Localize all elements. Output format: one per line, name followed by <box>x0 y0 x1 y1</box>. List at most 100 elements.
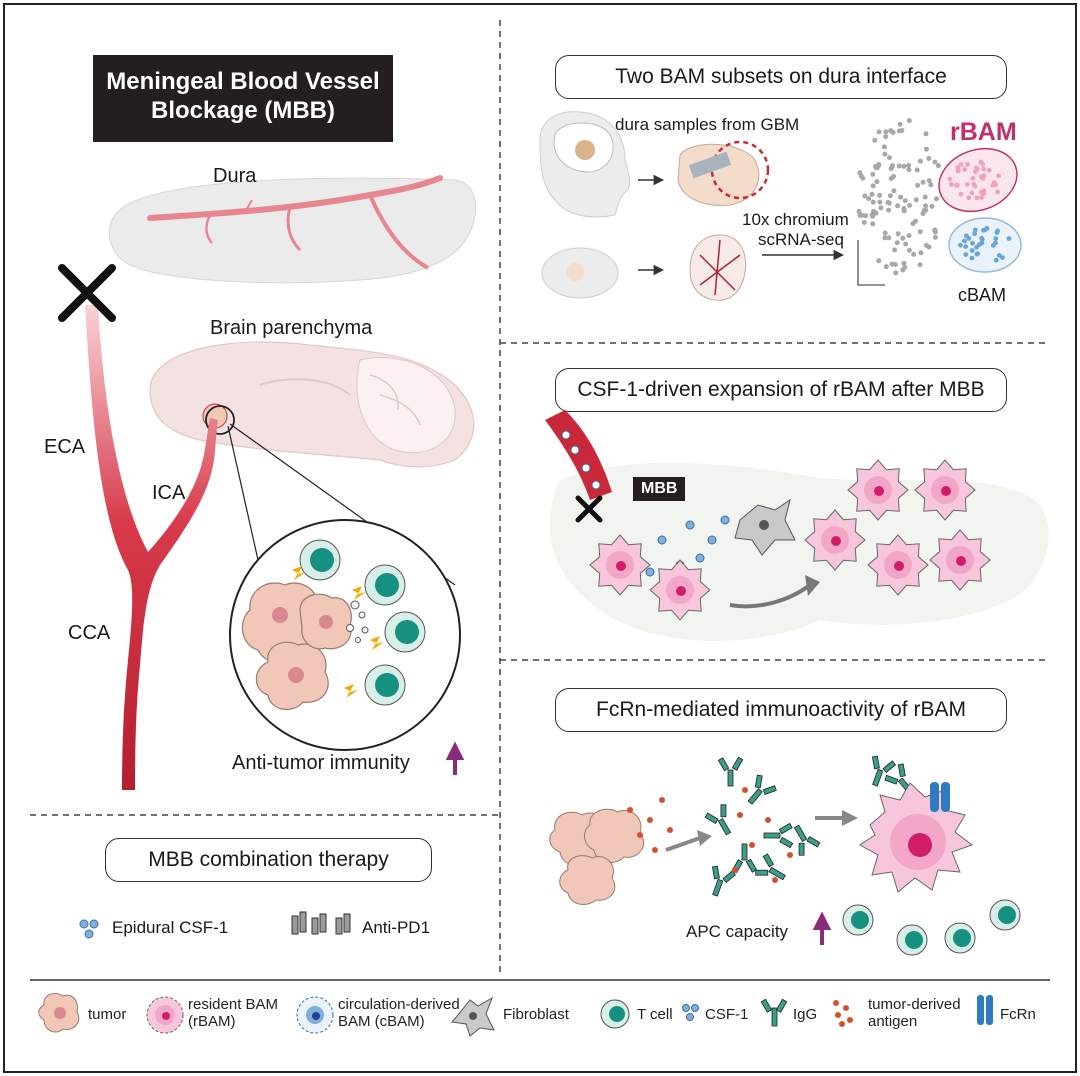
scatter-point <box>902 198 908 204</box>
scatter-point <box>918 250 924 256</box>
scatter-point <box>901 260 907 266</box>
cca-label: CCA <box>68 622 111 644</box>
legend-cbam: circulation-derived BAM (cBAM) <box>338 996 460 1030</box>
activated-rbam <box>859 782 974 893</box>
scatter-point <box>892 247 898 253</box>
scatter-point <box>883 129 889 135</box>
scatter-point <box>874 179 880 185</box>
scatter-point <box>900 235 906 241</box>
scatter-point <box>932 159 938 165</box>
scatter-point <box>970 240 975 246</box>
apc-up-arrow <box>812 911 832 945</box>
scatter-point <box>958 191 964 197</box>
scatter-point <box>883 264 889 270</box>
igg <box>704 804 732 836</box>
scatter-point <box>926 178 932 184</box>
scatter-point <box>969 190 975 196</box>
main-title: Meningeal Blood Vessel Blockage (MBB) <box>93 55 393 142</box>
legend-csf: CSF-1 <box>705 1006 749 1023</box>
scatter-point <box>876 129 882 135</box>
scatter-point <box>964 182 970 187</box>
legend-antigen: tumor-derived antigen <box>868 996 961 1030</box>
scatter-point <box>907 202 912 208</box>
legend-fcrn: FcRn <box>1000 1006 1036 1023</box>
scatter-point <box>972 231 977 237</box>
scatter-point <box>877 192 883 198</box>
igg <box>711 865 737 897</box>
scatter-point <box>932 234 938 240</box>
scatter-point <box>889 163 895 169</box>
surgery-sample <box>677 140 770 206</box>
human-head-icon <box>539 111 631 218</box>
igg <box>763 822 794 849</box>
scatter-point <box>995 228 1000 234</box>
scatter-point <box>903 241 909 247</box>
scatter-point <box>932 227 938 233</box>
scatter-point <box>923 131 929 137</box>
scatter-point <box>856 208 862 214</box>
scatter-point <box>986 167 992 173</box>
igg <box>755 853 786 881</box>
scatter-point <box>863 213 869 219</box>
legend-tcell: T cell <box>637 1006 673 1023</box>
scatter-point <box>915 182 921 188</box>
scatter-point <box>888 176 894 181</box>
t-cells-p3 <box>842 899 1021 956</box>
scatter-point <box>995 189 1000 195</box>
scatter-point <box>896 163 902 169</box>
scatter-point <box>891 188 897 194</box>
carotid-vessel <box>58 264 218 790</box>
outer-frame <box>3 3 1077 1073</box>
scatter-point <box>917 262 923 268</box>
scatter-point <box>996 253 1002 258</box>
scatter-point <box>975 251 981 256</box>
scatter-point <box>901 163 907 169</box>
scatter-point <box>893 270 899 276</box>
scatter-point <box>990 182 996 188</box>
scatter-point <box>870 213 876 219</box>
legend-fibroblast-icon <box>451 996 495 1037</box>
scatter-point <box>906 118 912 124</box>
main-title-line1: Meningeal Blood Vessel <box>106 68 380 95</box>
immunity-up-arrow <box>445 741 465 775</box>
legend-tumor-icon <box>38 992 80 1033</box>
main-title-line2: Blockage (MBB) <box>150 97 336 124</box>
scatter-point <box>892 262 898 267</box>
legend-igg-icon <box>760 998 788 1027</box>
scatter-point <box>869 191 875 197</box>
scatter-point <box>956 167 961 173</box>
scatter-point <box>883 134 889 140</box>
scatter-point <box>866 196 872 202</box>
scatter-point <box>966 195 972 201</box>
scatter-point <box>886 235 892 241</box>
igg <box>717 756 744 787</box>
dura-label: Dura <box>213 165 257 187</box>
igg-antibodies <box>704 755 914 897</box>
scatter-point <box>906 162 912 168</box>
scatter-point <box>923 203 929 209</box>
scatter-point <box>963 252 969 257</box>
scatter-point <box>970 175 976 181</box>
scatter-point <box>882 230 888 236</box>
legend-tumor: tumor <box>88 1006 127 1023</box>
scatter-point <box>873 210 879 216</box>
legend-igg: IgG <box>793 1006 818 1023</box>
scatter-point <box>969 248 975 253</box>
rbam-cluster-label: rBAM <box>950 118 1017 146</box>
rbam-cluster <box>938 147 1018 213</box>
igg <box>793 824 821 856</box>
scatter-point <box>978 189 984 195</box>
eca-label: ECA <box>44 436 86 458</box>
legend-fcrn-icon <box>977 995 993 1025</box>
method-line1: 10x chromium <box>742 210 849 229</box>
dura-illustration <box>108 175 477 284</box>
brain-label: Brain parenchyma <box>210 317 373 339</box>
legend-csf-icon <box>682 1004 699 1021</box>
csf-icon-combo <box>79 919 99 939</box>
scatter-point <box>878 205 884 211</box>
scatter-point <box>862 193 868 199</box>
scatter-point <box>886 200 892 206</box>
t-cells <box>299 539 426 706</box>
scatter-point <box>910 221 916 227</box>
